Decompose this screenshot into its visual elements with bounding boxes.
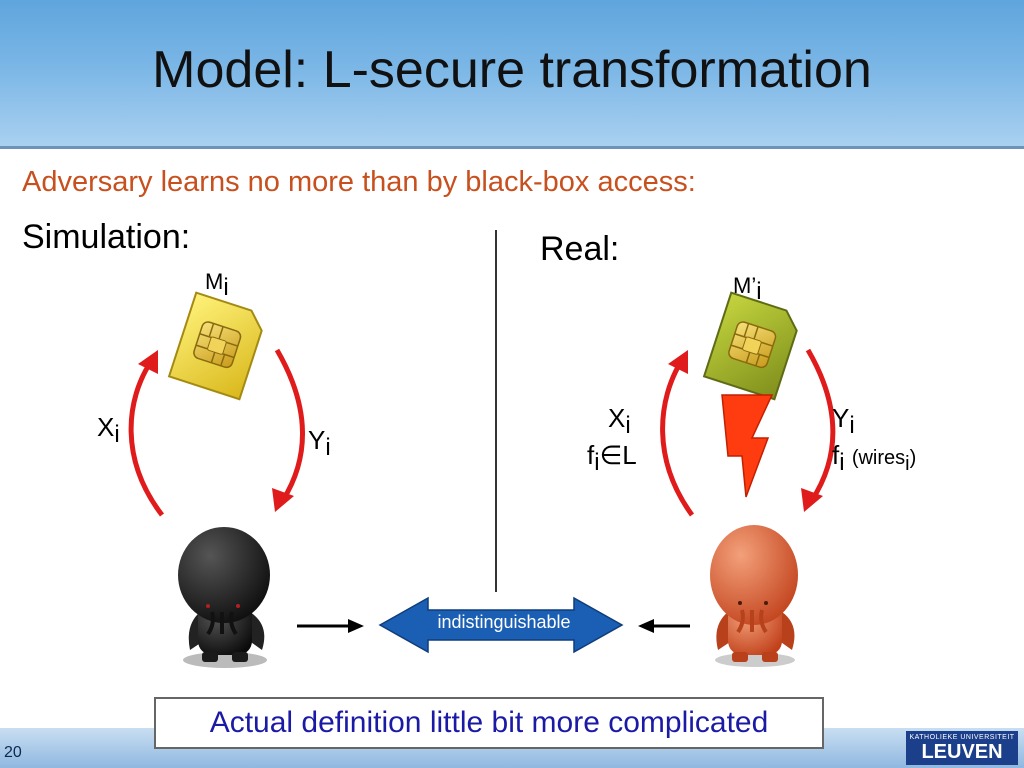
simulation-heading: Simulation: — [22, 218, 191, 256]
title-divider — [0, 146, 1024, 149]
adversary-figure-icon — [178, 527, 270, 668]
logo-main-text: LEUVEN — [921, 741, 1003, 763]
university-logo: KATHOLIEKE UNIVERSITEIT LEUVEN — [906, 731, 1018, 765]
real-input-label: Xi — [608, 403, 631, 439]
slide-title: Model: L-secure transformation — [152, 41, 872, 99]
logo-top-text: KATHOLIEKE UNIVERSITEIT — [909, 734, 1015, 741]
real-module-label: M’i — [733, 273, 762, 305]
pointer-arrow-right — [638, 619, 690, 633]
sim-card-icon — [167, 291, 263, 401]
real-output-function-label: fi (wiresi) — [832, 440, 917, 476]
output-arrow — [801, 348, 836, 512]
slide-subtitle: Adversary learns no more than by black-b… — [22, 166, 696, 198]
center-divider — [495, 230, 497, 592]
page-number: 20 — [4, 744, 22, 761]
indistinguishable-arrow — [378, 596, 624, 654]
title-bar — [0, 0, 1024, 146]
real-heading: Real: — [540, 230, 620, 268]
output-arrow — [272, 348, 305, 512]
input-arrow — [660, 350, 695, 517]
sim-card-icon — [702, 291, 798, 401]
lightning-icon — [721, 394, 774, 498]
sim-module-label: Mi — [205, 269, 229, 301]
real-input-function-label: fi∈L — [587, 440, 637, 476]
input-arrow — [128, 350, 164, 517]
sim-input-label: Xi — [97, 412, 120, 448]
indistinguishable-label: indistinguishable — [437, 612, 571, 632]
real-output-label: Yi — [832, 403, 855, 439]
adversary-figure-icon — [710, 525, 798, 667]
note-box: Actual definition little bit more compli… — [154, 697, 824, 749]
pointer-arrow-left — [297, 619, 364, 633]
sim-output-label: Yi — [308, 425, 331, 461]
